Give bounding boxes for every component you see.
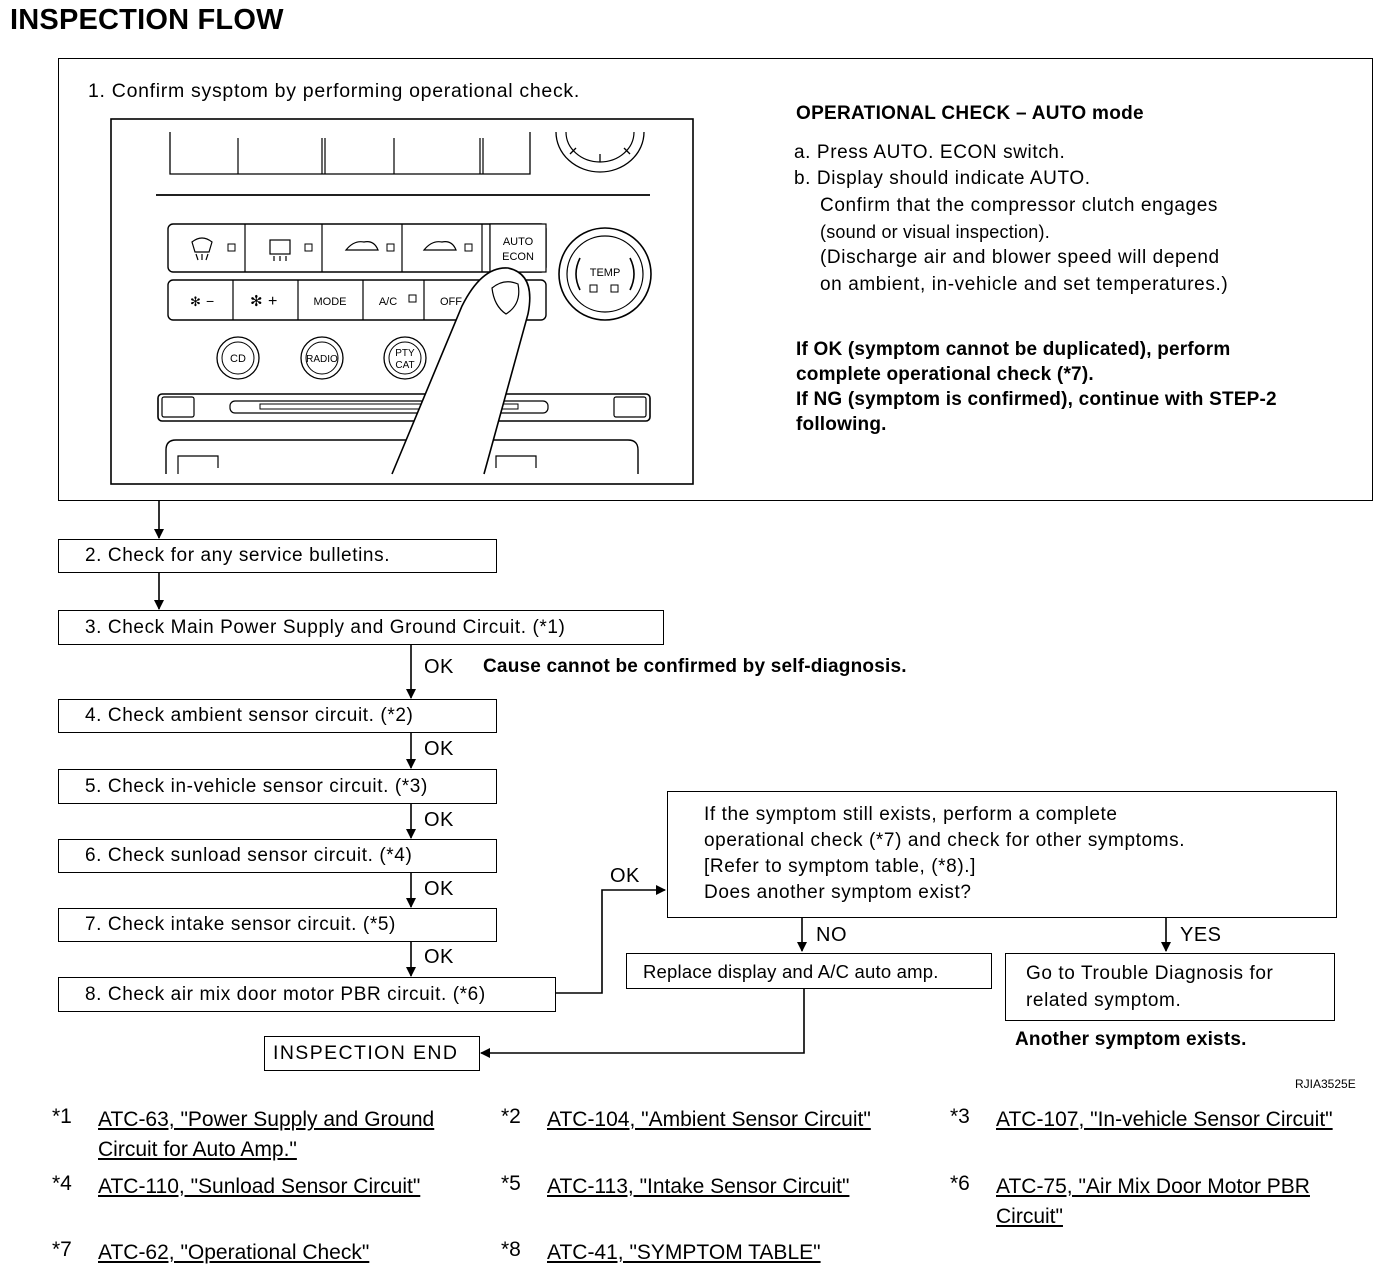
footnote-link-1[interactable]: ATC-63, "Power Supply and Ground Circuit… <box>98 1108 435 1161</box>
operational-check-line-a: a. Press AUTO. ECON switch. <box>794 142 1066 163</box>
inspection-end-text: INSPECTION END <box>273 1042 459 1064</box>
footnote-link-7[interactable]: ATC-62, "Operational Check" <box>98 1241 370 1264</box>
ok-label-step7: OK <box>424 946 454 968</box>
trouble-diagnosis-box <box>1005 953 1335 1021</box>
operational-check-heading: OPERATIONAL CHECK – AUTO mode <box>796 103 1144 124</box>
replace-amp-box <box>626 953 992 989</box>
footnote-mark-6: *6 <box>950 1172 970 1195</box>
result-line-2: complete operational check (*7). <box>796 364 1094 385</box>
step-2-box: 2. Check for any service bulletins. <box>58 539 497 573</box>
footnote-mark-3: *3 <box>950 1105 970 1128</box>
step-7-box: 7. Check intake sensor circuit. (*5) <box>58 908 497 942</box>
fan-plus-label: + <box>268 293 277 310</box>
econ-button-label: ECON <box>502 251 534 263</box>
auto-button-label: AUTO <box>503 236 534 248</box>
operational-check-line-6: on ambient, in-vehicle and set temperatu… <box>820 274 1229 295</box>
figure-code: RJIA3525E <box>1295 1077 1356 1091</box>
footnote-link-8[interactable]: ATC-41, "SYMPTOM TABLE" <box>547 1241 821 1264</box>
step1-label: 1. Confirm sysptom by performing operati… <box>88 80 580 102</box>
ok-label-step6: OK <box>424 878 454 900</box>
pty-button-label: PTY <box>395 348 415 359</box>
operational-check-line-3: Confirm that the compressor clutch engag… <box>820 195 1218 216</box>
radio-button-label: RADIO <box>306 354 338 365</box>
footnote-link-2[interactable]: ATC-104, "Ambient Sensor Circuit" <box>547 1108 871 1131</box>
operational-check-line-4: (sound or visual inspection). <box>820 222 1050 242</box>
svg-text:✻: ✻ <box>190 294 201 309</box>
another-symptom-note: Another symptom exists. <box>1015 1029 1247 1050</box>
result-line-4: following. <box>796 414 887 435</box>
operational-check-line-b: b. Display should indicate AUTO. <box>794 168 1091 189</box>
svg-text:✻: ✻ <box>250 293 263 310</box>
trouble-diagnosis-line-2: related symptom. <box>1026 990 1182 1011</box>
step-3-box: 3. Check Main Power Supply and Ground Ci… <box>58 610 664 645</box>
off-button-label: OFF <box>440 296 462 308</box>
footnote-link-6[interactable]: ATC-75, "Air Mix Door Motor PBR Circuit" <box>996 1175 1310 1228</box>
cd-button-label: CD <box>230 353 246 365</box>
ac-button-label: A/C <box>379 296 397 308</box>
page-title: INSPECTION FLOW <box>10 4 284 36</box>
ok-label-step4: OK <box>424 738 454 760</box>
footnote-link-4[interactable]: ATC-110, "Sunload Sensor Circuit" <box>98 1175 421 1198</box>
no-label: NO <box>816 924 847 946</box>
ok-label-step5: OK <box>424 809 454 831</box>
ok-label-step3: OK <box>424 656 454 678</box>
result-line-1: If OK (symptom cannot be duplicated), pe… <box>796 339 1231 360</box>
symptom-line-4: Does another symptom exist? <box>704 882 972 903</box>
control-panel-illustration: AUTO ECON ✻ − ✻ + MODE A/C OFF TEMP CD R… <box>110 118 694 485</box>
footnote-mark-7: *7 <box>52 1238 72 1261</box>
footnote-link-3[interactable]: ATC-107, "In-vehicle Sensor Circuit" <box>996 1108 1333 1131</box>
replace-amp-text: Replace display and A/C auto amp. <box>643 961 939 982</box>
cat-button-label: CAT <box>395 360 414 371</box>
symptom-question-box <box>667 791 1337 918</box>
cause-note: Cause cannot be confirmed by self-diagno… <box>483 656 907 677</box>
footnote-mark-4: *4 <box>52 1172 72 1195</box>
symptom-line-1: If the symptom still exists, perform a c… <box>704 804 1118 825</box>
footnote-mark-5: *5 <box>501 1172 521 1195</box>
step-4-box: 4. Check ambient sensor circuit. (*2) <box>58 699 497 733</box>
footnote-mark-2: *2 <box>501 1105 521 1128</box>
step-8-box: 8. Check air mix door motor PBR circuit.… <box>58 977 556 1012</box>
footnote-mark-8: *8 <box>501 1238 521 1261</box>
fan-minus-label: − <box>206 293 214 309</box>
temp-dial-label: TEMP <box>590 267 621 279</box>
trouble-diagnosis-line-1: Go to Trouble Diagnosis for <box>1026 963 1274 984</box>
step-5-box: 5. Check in-vehicle sensor circuit. (*3) <box>58 769 497 804</box>
ok-label-step8: OK <box>610 865 640 887</box>
mode-button-label: MODE <box>314 296 347 308</box>
yes-label: YES <box>1180 924 1222 946</box>
footnote-link-5[interactable]: ATC-113, "Intake Sensor Circuit" <box>547 1175 850 1198</box>
result-line-3: If NG (symptom is confirmed), continue w… <box>796 389 1277 410</box>
step-6-box: 6. Check sunload sensor circuit. (*4) <box>58 839 497 873</box>
operational-check-line-5: (Discharge air and blower speed will dep… <box>820 247 1220 268</box>
footnote-mark-1: *1 <box>52 1105 72 1128</box>
symptom-line-2: operational check (*7) and check for oth… <box>704 830 1186 851</box>
symptom-line-3: [Refer to symptom table, (*8).] <box>704 856 977 877</box>
inspection-end-box <box>264 1036 480 1071</box>
